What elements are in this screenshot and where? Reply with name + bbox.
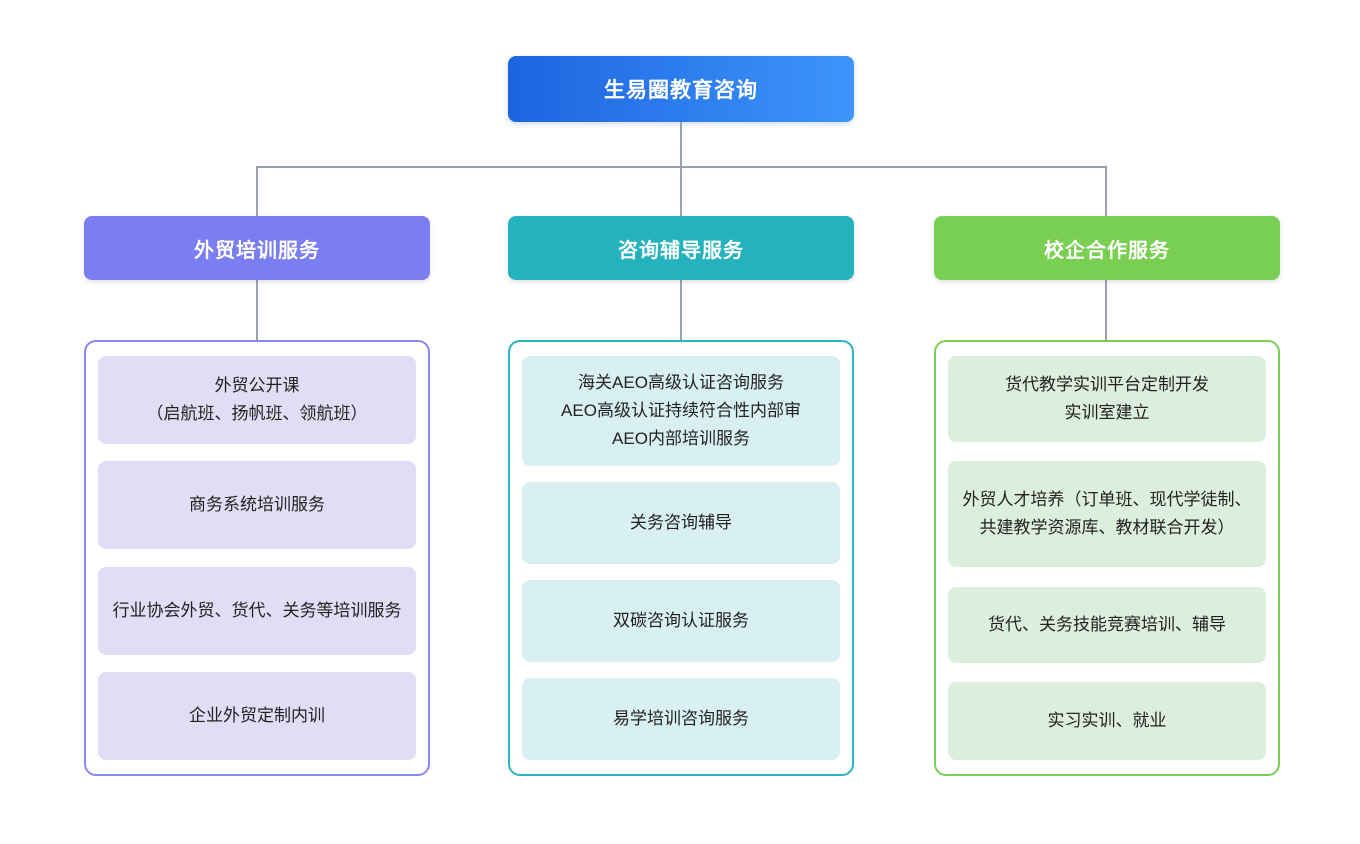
root-node-label: 生易圈教育咨询 bbox=[604, 79, 758, 102]
branch-2-card-1[interactable]: 外贸人才培养（订单班、现代学徒制、共建教学资源库、教材联合开发） bbox=[948, 461, 1266, 568]
connector-root-stem bbox=[680, 122, 682, 167]
branch-column-1: 咨询辅导服务 海关AEO高级认证咨询服务 AEO高级认证持续符合性内部审 AEO… bbox=[508, 216, 854, 776]
connector-stem-branch-2 bbox=[1105, 280, 1107, 340]
branch-header-label-1: 咨询辅导服务 bbox=[618, 239, 744, 262]
branch-2-card-2[interactable]: 货代、关务技能竞赛培训、辅导 bbox=[948, 586, 1266, 663]
branch-1-card-1[interactable]: 关务咨询辅导 bbox=[522, 482, 840, 564]
branch-1-card-2[interactable]: 双碳咨询认证服务 bbox=[522, 580, 840, 662]
branch-column-0: 外贸培训服务 外贸公开课 （启航班、扬帆班、领航班） 商务系统培训服务 行业协会… bbox=[84, 216, 430, 776]
branch-0-card-2[interactable]: 行业协会外贸、货代、关务等培训服务 bbox=[98, 566, 416, 655]
branch-0-card-3[interactable]: 企业外贸定制内训 bbox=[98, 671, 416, 760]
connector-drop-branch-2 bbox=[1105, 166, 1107, 216]
branch-0-card-0[interactable]: 外贸公开课 （启航班、扬帆班、领航班） bbox=[98, 356, 416, 444]
root-node[interactable]: 生易圈教育咨询 bbox=[508, 56, 854, 122]
branch-body-1: 海关AEO高级认证咨询服务 AEO高级认证持续符合性内部审 AEO内部培训服务 … bbox=[508, 340, 854, 776]
connector-drop-branch-0 bbox=[256, 166, 258, 216]
branch-body-2: 货代教学实训平台定制开发 实训室建立 外贸人才培养（订单班、现代学徒制、共建教学… bbox=[934, 340, 1280, 776]
branch-1-card-0[interactable]: 海关AEO高级认证咨询服务 AEO高级认证持续符合性内部审 AEO内部培训服务 bbox=[522, 356, 840, 466]
branch-column-2: 校企合作服务 货代教学实训平台定制开发 实训室建立 外贸人才培养（订单班、现代学… bbox=[934, 216, 1280, 776]
branch-body-0: 外贸公开课 （启航班、扬帆班、领航班） 商务系统培训服务 行业协会外贸、货代、关… bbox=[84, 340, 430, 776]
connector-stem-branch-0 bbox=[256, 280, 258, 340]
connector-stem-branch-1 bbox=[680, 280, 682, 340]
branch-header-label-2: 校企合作服务 bbox=[1044, 239, 1170, 262]
branch-1-card-3[interactable]: 易学培训咨询服务 bbox=[522, 678, 840, 760]
branch-header-label-0: 外贸培训服务 bbox=[194, 239, 320, 262]
branch-2-card-3[interactable]: 实习实训、就业 bbox=[948, 681, 1266, 760]
branch-0-card-1[interactable]: 商务系统培训服务 bbox=[98, 461, 416, 550]
connector-drop-branch-1 bbox=[680, 166, 682, 216]
branch-header-1[interactable]: 咨询辅导服务 bbox=[508, 216, 854, 280]
branch-header-2[interactable]: 校企合作服务 bbox=[934, 216, 1280, 280]
branch-header-0[interactable]: 外贸培训服务 bbox=[84, 216, 430, 280]
branch-2-card-0[interactable]: 货代教学实训平台定制开发 实训室建立 bbox=[948, 356, 1266, 442]
